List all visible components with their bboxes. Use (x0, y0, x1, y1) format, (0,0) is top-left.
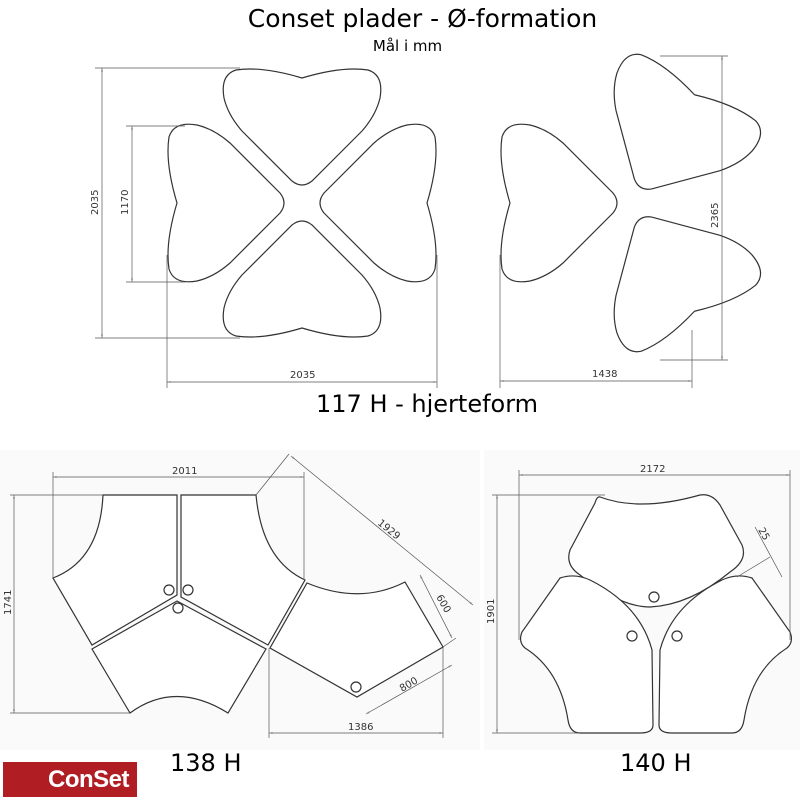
dim-138-diagonal: 1929 (375, 518, 402, 543)
heart-trio-left (500, 123, 618, 283)
cable-hole (163, 584, 175, 596)
cable-hole (671, 630, 683, 642)
cable-hole (648, 591, 660, 603)
desk-138-layout (52, 494, 444, 714)
dim-left-height: 2035 (90, 190, 101, 215)
desk-140-left (519, 575, 654, 734)
cable-hole (350, 681, 362, 693)
cable-hole (172, 602, 184, 614)
caption-140: 140 H (620, 749, 692, 777)
desk-140-dimensions: 2172 1901 25 (486, 464, 791, 734)
desk-piece-extension (269, 581, 444, 698)
conset-logo: ConSet (3, 762, 137, 797)
desk-piece-top-left (52, 494, 178, 646)
dim-138-depth: 600 (433, 593, 452, 615)
heart-trio (500, 46, 768, 360)
dim-inner-height: 1170 (120, 190, 131, 215)
caption-117: 117 H - hjerteform (316, 390, 539, 418)
cable-hole (182, 584, 194, 596)
page-subtitle: Mål i mm (372, 37, 443, 55)
dim-right-height: 2365 (710, 203, 721, 228)
dim-138-bottom-width: 1386 (348, 722, 373, 733)
desk-140-top (568, 494, 745, 608)
heart-clover (167, 68, 437, 338)
desk-140-right (658, 575, 793, 734)
dim-138-edge: 800 (398, 676, 420, 695)
caption-138: 138 H (170, 749, 242, 777)
dim-138-height: 1741 (3, 590, 14, 615)
page-title: Conset plader - Ø-formation (247, 4, 598, 33)
desk-piece-bottom (91, 600, 267, 714)
heart-dimensions: 2035 1170 2035 2365 1438 (90, 55, 728, 388)
cable-hole (626, 630, 638, 642)
desk-140-layout (519, 494, 793, 734)
dim-140-gap: 25 (755, 526, 771, 543)
dim-138-width: 2011 (172, 466, 197, 477)
dim-right-width: 1438 (592, 369, 617, 380)
dim-width: 2035 (290, 370, 315, 381)
dim-140-height: 1901 (486, 599, 497, 624)
dim-140-width: 2172 (640, 464, 665, 475)
